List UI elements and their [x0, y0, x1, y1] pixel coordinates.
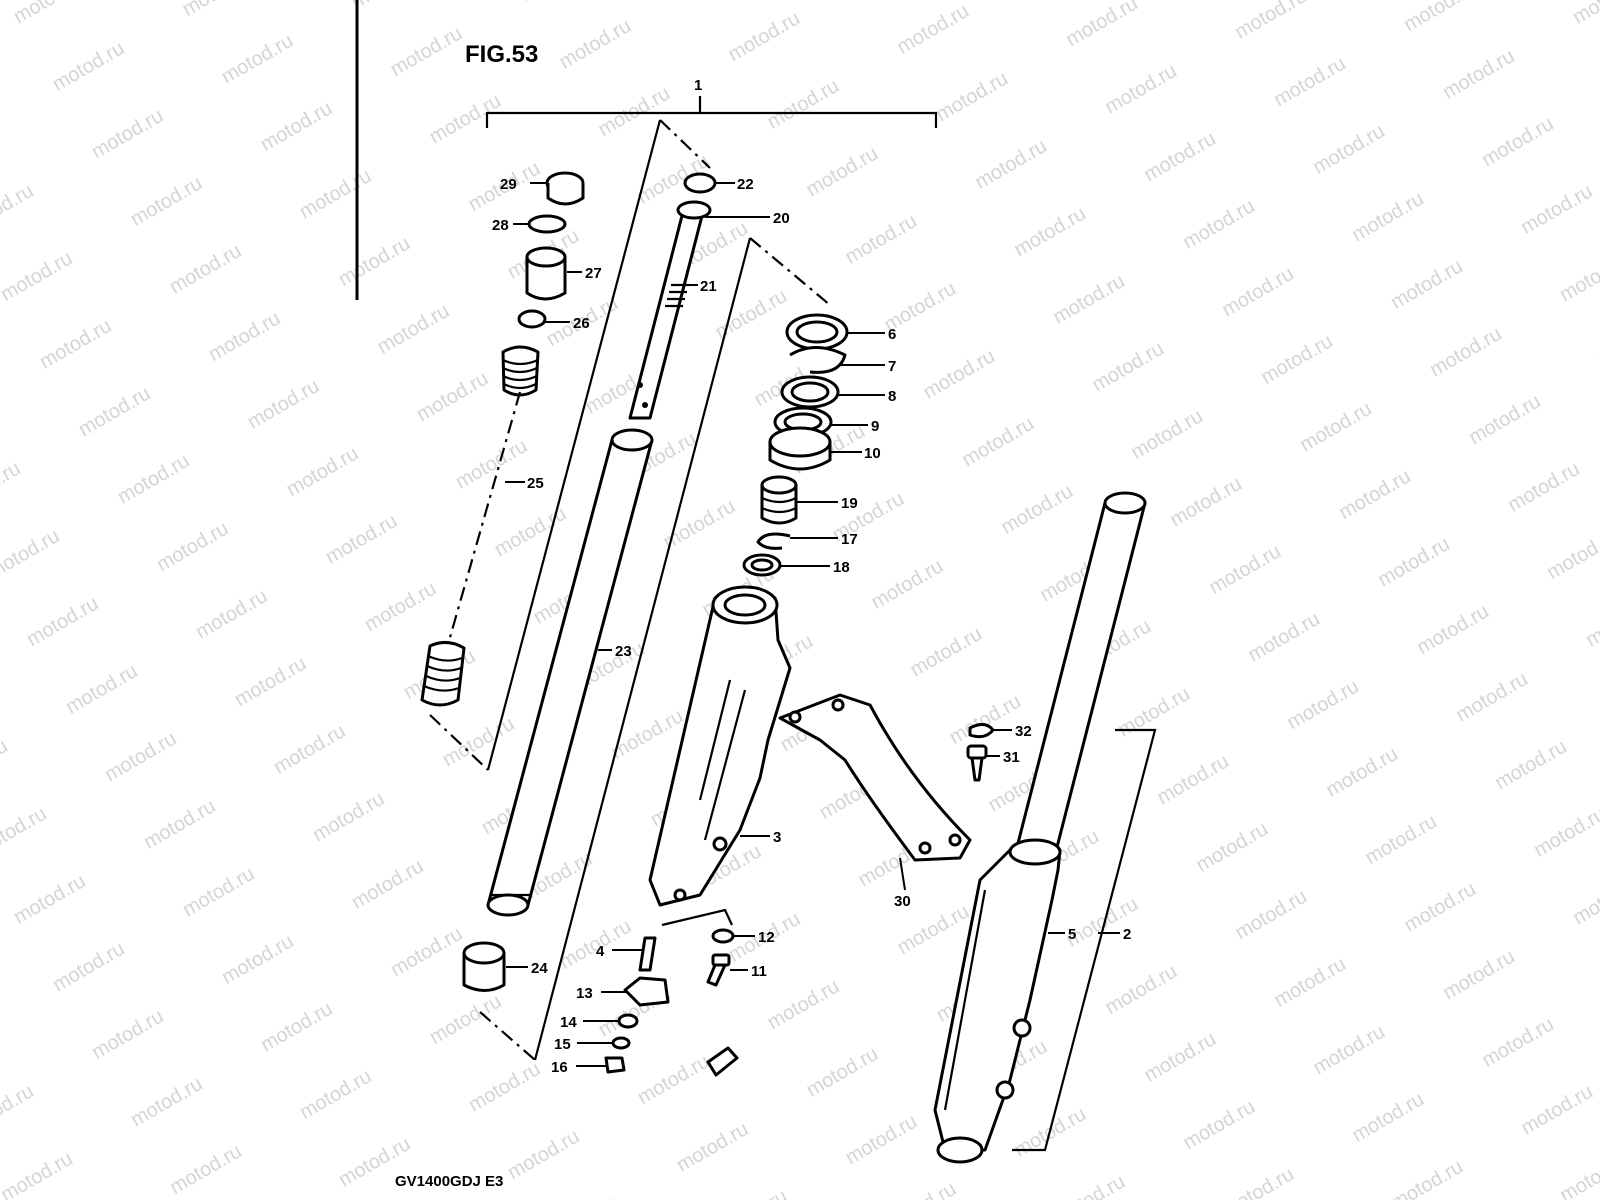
- label-26: 26: [573, 315, 590, 332]
- part-17-circlip: [756, 532, 791, 550]
- part-30-fork-brace: [778, 693, 972, 862]
- bracket-2: [1012, 728, 1157, 1152]
- part-29-cap-bolt: [545, 171, 585, 206]
- figure-title: FIG.53: [465, 41, 538, 68]
- part-labels: 1 29 28 27 26 25 22 20 21 6 7 8 9 10 19 …: [492, 77, 1131, 1076]
- label-31: 31: [1003, 749, 1020, 766]
- label-22: 22: [737, 176, 754, 193]
- label-6: 6: [888, 326, 896, 343]
- label-8: 8: [888, 388, 896, 405]
- front-arrow-badge: [706, 1046, 739, 1077]
- label-17: 17: [841, 531, 858, 548]
- part-16-nut: [604, 1056, 626, 1074]
- label-24: 24: [531, 960, 548, 977]
- part-25-spring-bottom: [420, 641, 466, 707]
- label-1: 1: [694, 77, 702, 94]
- part-7-stopper-ring: [789, 346, 847, 374]
- label-21: 21: [700, 278, 717, 295]
- label-7: 7: [888, 358, 896, 375]
- part-4-stud: [638, 936, 657, 972]
- part-26-spring-seat: [517, 309, 547, 329]
- part-5-outer-tube-right: [933, 491, 1147, 1164]
- part-19-oil-lock: [760, 475, 798, 525]
- part-22-rebound-spring: [683, 172, 717, 194]
- part-27-spacer: [525, 246, 567, 301]
- label-2: 2: [1123, 926, 1131, 943]
- enclosure-bottom-left: [429, 714, 489, 771]
- label-3: 3: [773, 829, 781, 846]
- label-12: 12: [758, 929, 775, 946]
- part-8-washer: [780, 375, 840, 409]
- part-10-slide-metal: [768, 426, 832, 471]
- part-24-bushing: [462, 941, 506, 992]
- label-14: 14: [560, 1014, 577, 1031]
- part-14-spring-washer: [617, 1013, 639, 1029]
- part-6-oil-seal: [785, 313, 849, 351]
- part-3-outer-tube-left: [648, 585, 792, 907]
- label-23: 23: [615, 643, 632, 660]
- label-15: 15: [554, 1036, 571, 1053]
- label-5: 5: [1068, 926, 1076, 943]
- part-28-o-ring: [527, 214, 567, 234]
- part-31-air-valve: [966, 744, 988, 782]
- enclosure-bottom: [479, 1011, 536, 1061]
- label-9: 9: [871, 418, 879, 435]
- part-15-washer: [611, 1036, 631, 1050]
- label-30: 30: [894, 893, 911, 910]
- part-12-gasket: [711, 928, 735, 944]
- label-18: 18: [833, 559, 850, 576]
- part-4-bracket: [661, 908, 733, 927]
- part-25-spring-top: [501, 345, 540, 397]
- part-13-axle-holder: [623, 976, 670, 1007]
- model-code: GV1400GDJ E3: [395, 1173, 503, 1190]
- label-32: 32: [1015, 723, 1032, 740]
- label-4: 4: [596, 943, 605, 960]
- label-10: 10: [864, 445, 881, 462]
- leader-lines: [505, 182, 1120, 1067]
- part-21-damper-rod: [628, 200, 712, 420]
- enclosure-left-tick: [659, 119, 711, 169]
- enclosure-left: [486, 119, 662, 771]
- label-16: 16: [551, 1059, 568, 1076]
- label-20: 20: [773, 210, 790, 227]
- label-27: 27: [585, 265, 602, 282]
- bracket-1: [485, 111, 938, 128]
- label-29: 29: [500, 176, 517, 193]
- label-13: 13: [576, 985, 593, 1002]
- label-25: 25: [527, 475, 544, 492]
- part-23-inner-tube: [486, 428, 654, 917]
- label-28: 28: [492, 217, 509, 234]
- label-11: 11: [751, 963, 767, 980]
- enclosure-right: [533, 237, 752, 1061]
- part-32-valve-cap: [968, 723, 995, 739]
- label-19: 19: [841, 495, 858, 512]
- part-11-drain-bolt: [706, 953, 731, 987]
- part-18-ring: [742, 553, 782, 577]
